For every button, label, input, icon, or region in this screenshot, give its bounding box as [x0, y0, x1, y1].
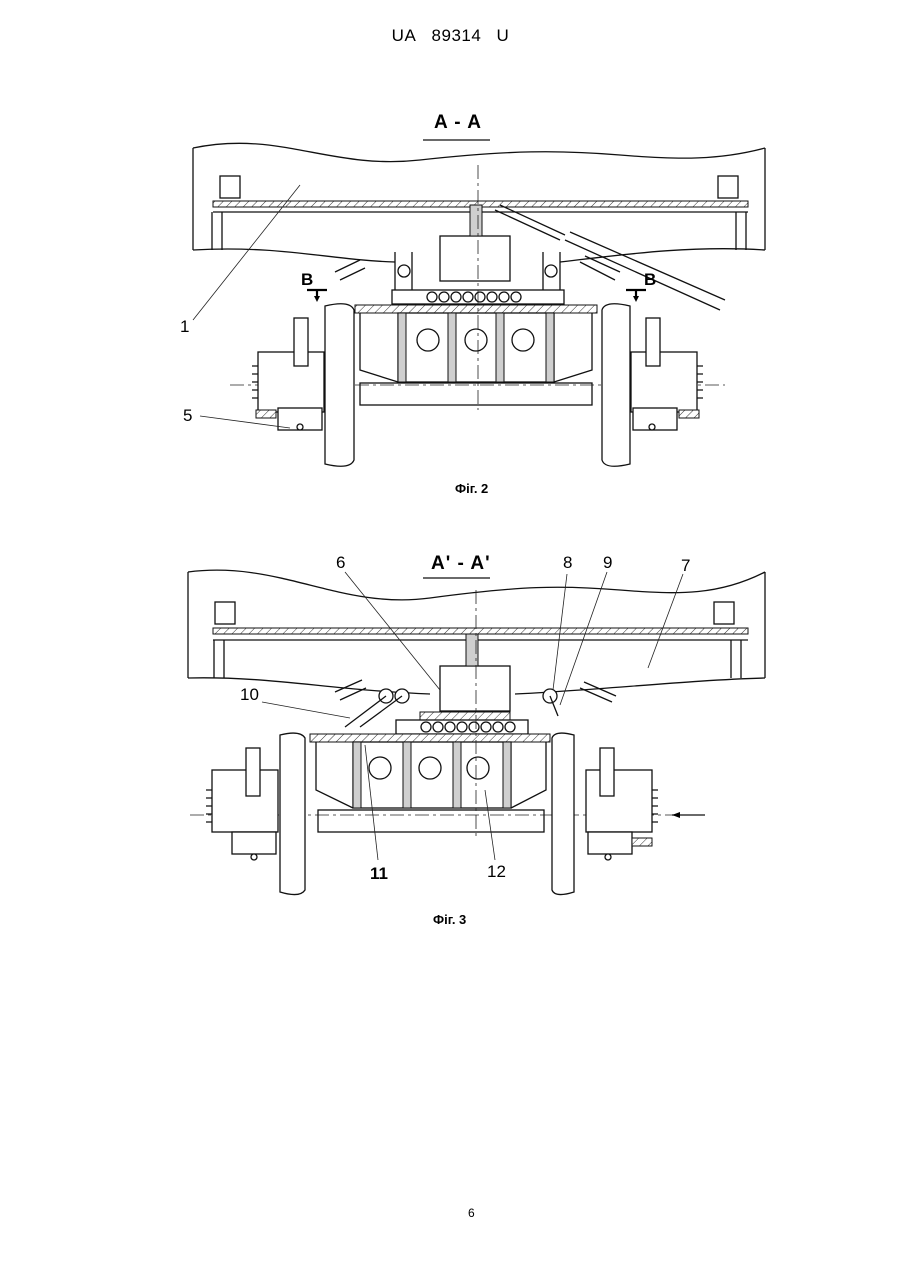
fig3-label-11: 11	[370, 864, 388, 884]
fig3-label-10: 10	[240, 685, 259, 705]
fig3-spring-set	[396, 712, 528, 734]
fig2-axle	[360, 383, 592, 405]
fig2-center-pivot	[440, 236, 510, 281]
fig3-leader-9	[560, 572, 607, 705]
fig2-right-wheel	[602, 304, 630, 467]
fig3-label-9: 9	[603, 553, 612, 573]
figure-2-drawing	[193, 140, 765, 466]
fig3-center-pivot	[440, 666, 510, 711]
fig3-left-wheel	[280, 733, 305, 894]
fig3-right-axle-box	[586, 748, 658, 860]
fig3-label-7: 7	[681, 556, 690, 576]
fig3-axle	[318, 810, 544, 832]
fig2-left-axle-box	[252, 318, 324, 430]
fig2-right-axle-box	[631, 318, 703, 430]
fig2-car-body-break-line	[193, 143, 765, 161]
fig2-left-side-bracket	[220, 176, 240, 198]
fig2-label-5: 5	[183, 406, 192, 426]
fig2-label-1: 1	[180, 317, 189, 337]
fig2-section-title: A - A	[434, 112, 482, 134]
fig3-label-6: 6	[336, 553, 345, 573]
fig3-bolster-plate	[310, 734, 550, 742]
fig2-left-wheel	[325, 304, 354, 467]
fig3-leader-7	[648, 574, 683, 668]
fig2-right-side-bracket	[718, 176, 738, 198]
fig2-section-mark-right: B	[644, 270, 656, 290]
fig3-leader-10	[262, 702, 350, 718]
fig2-bolster-plate	[355, 305, 597, 313]
fig2-section-mark-left: B	[301, 270, 313, 290]
fig3-section-title: A' - A'	[431, 553, 491, 575]
fig3-label-12: 12	[487, 862, 506, 882]
fig3-left-axle-box	[206, 748, 278, 860]
fig3-caption: Фіг. 3	[433, 912, 466, 927]
figure-3-drawing	[188, 570, 765, 894]
fig3-label-8: 8	[563, 553, 572, 573]
page-number: 6	[468, 1206, 475, 1220]
fig3-floor-beam	[213, 628, 748, 634]
fig3-right-wheel	[552, 733, 574, 894]
fig2-caption: Фіг. 2	[455, 481, 488, 496]
